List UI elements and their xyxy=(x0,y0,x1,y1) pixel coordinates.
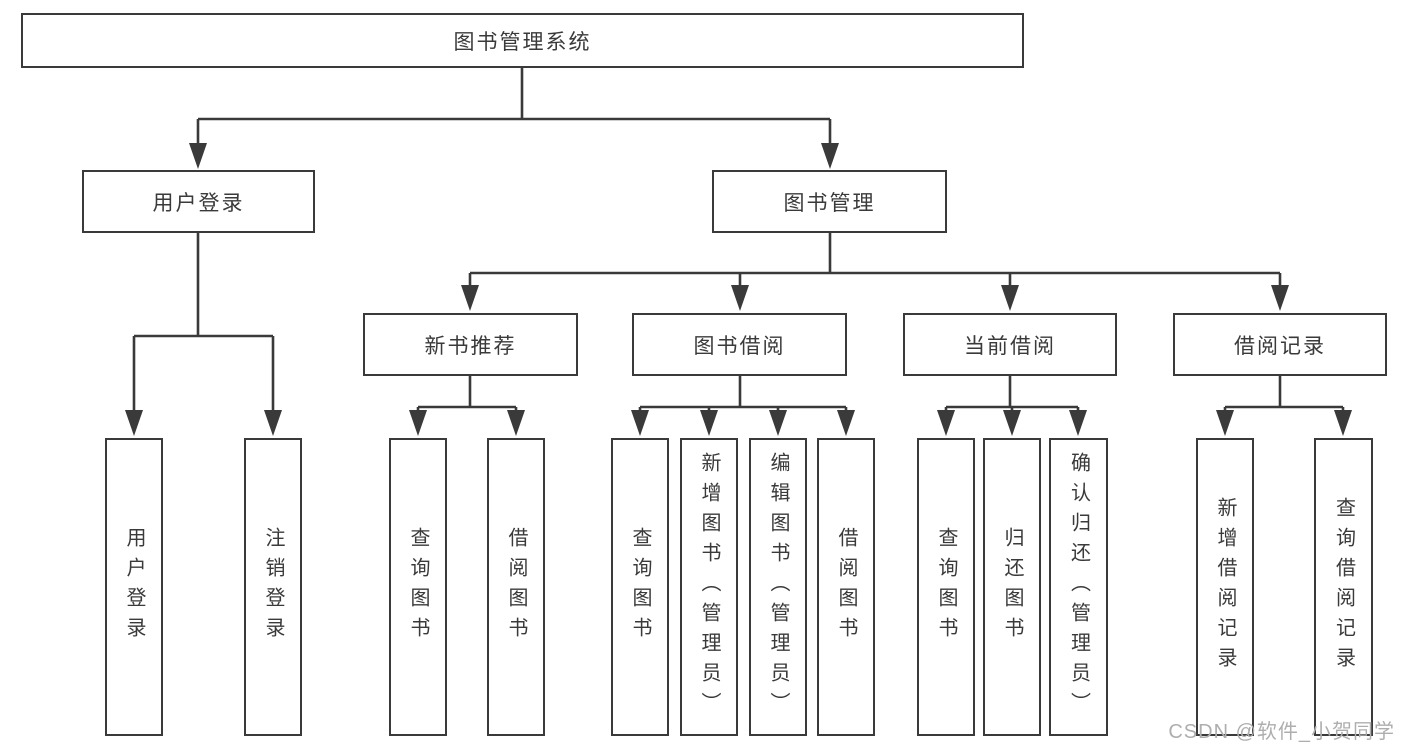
leaf-borrow-books-2-label: 借阅图书 xyxy=(835,527,857,647)
csdn-watermark: CSDN @软件_小贺同学 xyxy=(1168,721,1395,743)
leaf-add-book-admin: 新增图书（管理员） xyxy=(680,438,738,736)
node-new-book-recommend: 新书推荐 xyxy=(363,313,578,376)
node-user-login-label: 用户登录 xyxy=(152,191,245,215)
leaf-return-books-label: 归还图书 xyxy=(1001,527,1023,647)
leaf-query-books-2-label: 查询图书 xyxy=(629,527,651,647)
leaf-confirm-return-admin: 确认归还（管理员） xyxy=(1049,438,1108,736)
node-book-borrowing: 图书借阅 xyxy=(632,313,847,376)
leaf-add-borrow-record-label: 新增借阅记录 xyxy=(1214,497,1236,677)
tree-edges xyxy=(132,68,1345,412)
node-new-book-recommend-label: 新书推荐 xyxy=(424,334,517,358)
leaf-confirm-return-admin-label: 确认归还（管理员） xyxy=(1067,452,1090,722)
node-current-borrowing: 当前借阅 xyxy=(903,313,1117,376)
leaf-borrow-books-2: 借阅图书 xyxy=(817,438,875,736)
leaf-logout-label: 注销登录 xyxy=(262,527,284,647)
arrowheads xyxy=(125,143,1352,436)
leaf-query-borrow-record-label: 查询借阅记录 xyxy=(1332,497,1355,677)
leaf-add-book-admin-label: 新增图书（管理员） xyxy=(698,452,720,722)
node-borrowing-records: 借阅记录 xyxy=(1173,313,1387,376)
leaf-logout: 注销登录 xyxy=(244,438,302,736)
leaf-query-books-3-label: 查询图书 xyxy=(935,527,957,647)
leaf-query-books-1-label: 查询图书 xyxy=(407,527,429,647)
leaf-edit-book-admin: 编辑图书（管理员） xyxy=(749,438,807,736)
node-book-management-label: 图书管理 xyxy=(783,191,876,215)
node-book-borrowing-label: 图书借阅 xyxy=(693,334,786,358)
node-current-borrowing-label: 当前借阅 xyxy=(964,334,1056,358)
leaf-borrow-books-1-label: 借阅图书 xyxy=(505,527,527,647)
leaf-query-borrow-record: 查询借阅记录 xyxy=(1314,438,1373,736)
leaf-query-books-1: 查询图书 xyxy=(389,438,447,736)
node-borrowing-records-label: 借阅记录 xyxy=(1234,334,1326,358)
node-library-system: 图书管理系统 xyxy=(21,13,1024,68)
leaf-query-books-2: 查询图书 xyxy=(611,438,669,736)
leaf-return-books: 归还图书 xyxy=(983,438,1041,736)
node-library-system-label: 图书管理系统 xyxy=(453,30,592,54)
leaf-borrow-books-1: 借阅图书 xyxy=(487,438,545,736)
node-book-management: 图书管理 xyxy=(712,170,947,233)
node-user-login: 用户登录 xyxy=(82,170,315,233)
leaf-user-login-label: 用户登录 xyxy=(123,527,145,647)
leaf-user-login: 用户登录 xyxy=(105,438,163,736)
leaf-edit-book-admin-label: 编辑图书（管理员） xyxy=(767,452,789,722)
leaf-add-borrow-record: 新增借阅记录 xyxy=(1196,438,1254,736)
leaf-query-books-3: 查询图书 xyxy=(917,438,975,736)
